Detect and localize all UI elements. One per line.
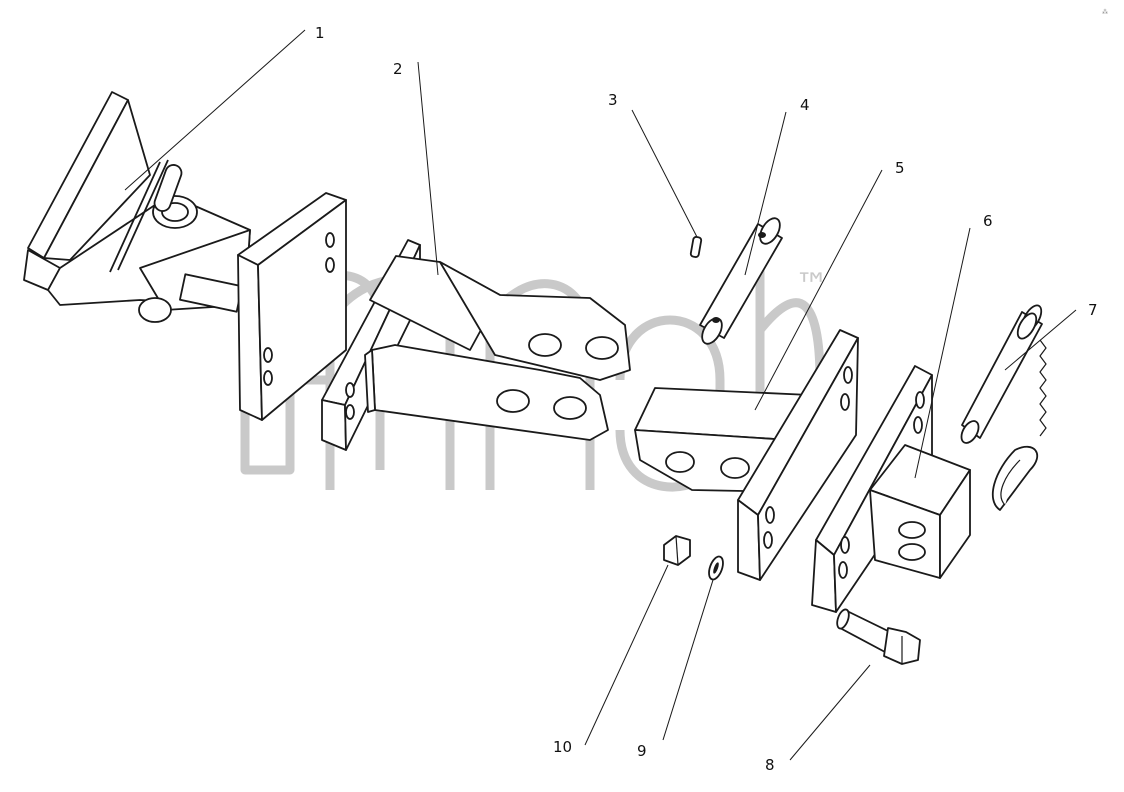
leader-5 [754, 169, 883, 411]
callout-6: 6 [983, 212, 993, 230]
part-1-coupling-bracket [23, 91, 347, 421]
corner-mark: ⁂ [1102, 9, 1108, 16]
callout-9: 9 [637, 742, 647, 760]
leader-3 [631, 109, 698, 238]
part-7-lynch-pin-chain [960, 304, 1047, 511]
leader-10 [584, 564, 669, 746]
leader-2 [417, 61, 439, 276]
leader-6 [914, 227, 971, 479]
part-5-drawbar-plate [634, 329, 859, 581]
callout-7: 7 [1088, 301, 1098, 319]
part-9-washer [708, 555, 724, 581]
callout-1: 1 [315, 24, 325, 42]
leader-4 [744, 111, 787, 276]
watermark-trademark: ™ [795, 266, 829, 306]
part-8-bolt [836, 608, 921, 665]
leader-9 [662, 579, 714, 741]
callout-5: 5 [895, 159, 905, 177]
callout-labels: 1 2 3 4 5 6 7 8 9 10 [315, 24, 1098, 774]
part-2-clevis [321, 239, 631, 451]
part-6-block-plate [811, 365, 971, 613]
leader-8 [789, 664, 871, 761]
part-3-roll-pin [689, 236, 703, 258]
callout-2: 2 [393, 60, 403, 78]
leader-lines [124, 29, 1077, 761]
callout-4: 4 [800, 96, 810, 114]
callout-8: 8 [765, 756, 775, 774]
callout-3: 3 [608, 91, 618, 109]
leader-1 [124, 29, 306, 191]
leader-7 [1004, 309, 1077, 371]
part-4-pin [699, 217, 783, 345]
callout-10: 10 [553, 738, 572, 756]
part-10-nut [663, 535, 691, 566]
